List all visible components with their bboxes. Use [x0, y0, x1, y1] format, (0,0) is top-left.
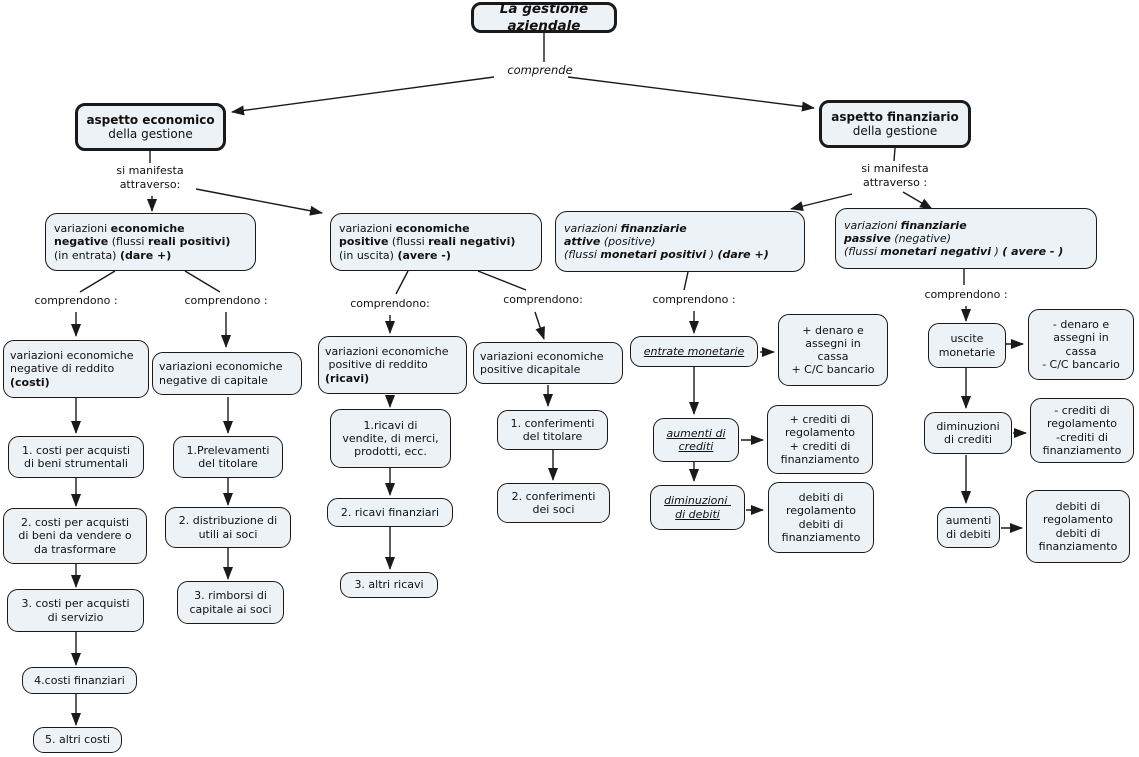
node-variazioni-positive-capitale[interactable]: variazioni economiche positive dicapital…	[473, 342, 623, 384]
uscite-monetarie-text: uscite monetarie	[938, 332, 996, 359]
node-variazioni-negative-capitale[interactable]: variazioni economiche negative di capita…	[152, 352, 302, 395]
node-variazioni-negative-reddito[interactable]: variazioni economiche negative di reddit…	[3, 340, 149, 398]
node-rimborsi-capitale[interactable]: 3. rimborsi di capitale ai soci	[177, 581, 284, 624]
distribuzione-utili-text: 2. distribuzione di utili ai soci	[178, 514, 278, 541]
label-comprendono-neg-capitale: comprendono :	[184, 294, 268, 307]
variazioni-economiche-negative-text: variazioni economiche negative (flussi r…	[54, 222, 231, 262]
node-costo-3[interactable]: 3. costi per acquisti di servizio	[7, 589, 144, 632]
variazioni-economiche-positive-text: variazioni economiche positive (flussi r…	[339, 222, 516, 262]
node-variazioni-economiche-positive[interactable]: variazioni economiche positive (flussi r…	[330, 213, 542, 271]
node-distribuzione-utili[interactable]: 2. distribuzione di utili ai soci	[165, 507, 291, 548]
node-aumenti-debiti[interactable]: aumenti di debiti	[937, 507, 1000, 548]
label-comprendono-pos-reddito: comprendono:	[350, 297, 430, 310]
ricavi-1-text: 1.ricavi di vendite, di merci, prodotti,…	[342, 418, 439, 459]
edge-vne-split-left	[79, 270, 116, 293]
node-aumenti-debiti-desc[interactable]: debiti di regolamento debiti di finanzia…	[1026, 490, 1130, 563]
variazioni-positive-capitale-text: variazioni economiche positive dicapital…	[480, 349, 604, 376]
node-variazioni-finanziarie-attive[interactable]: variazioni finanziarie attive (positive)…	[555, 211, 805, 272]
arrow-comprendono-vpc	[534, 311, 545, 340]
node-diminuzioni-crediti-desc[interactable]: - crediti di regolamento -crediti di fin…	[1030, 398, 1134, 463]
node-title[interactable]: La gestione aziendale	[471, 1, 617, 34]
node-uscite-monetarie[interactable]: uscite monetarie	[928, 323, 1006, 368]
node-costo-1[interactable]: 1. costi per acquisti di beni strumental…	[8, 436, 144, 478]
edge-vep-split-right	[477, 270, 527, 291]
node-aumenti-crediti-desc[interactable]: + crediti di regolamento + crediti di fi…	[767, 405, 873, 474]
node-entrate-desc[interactable]: + denaro e assegni in cassa + C/C bancar…	[778, 314, 888, 386]
node-ricavi-1[interactable]: 1.ricavi di vendite, di merci, prodotti,…	[330, 409, 451, 468]
label-comprendono-pos-capitale: comprendono:	[503, 293, 583, 306]
node-costo-4[interactable]: 4.costi finanziari	[22, 667, 137, 694]
variazioni-finanziarie-attive-text: variazioni finanziarie attive (positive)…	[564, 221, 769, 262]
node-variazioni-finanziarie-passive[interactable]: variazioni finanziarie passive (negative…	[835, 208, 1097, 269]
diminuzioni-crediti-text: diminuzioni di crediti	[936, 419, 1000, 446]
conferimenti-soci-text: 2. conferimenti dei soci	[511, 489, 596, 516]
variazioni-finanziarie-passive-text: variazioni finanziarie passive (negative…	[844, 218, 1064, 259]
node-entrate-monetarie[interactable]: entrate monetarie	[630, 336, 758, 367]
label-comprendono-uscite: comprendono :	[924, 288, 1008, 301]
costo-4-text: 4.costi finanziari	[34, 673, 125, 687]
node-uscite-desc[interactable]: - denaro e assegni in cassa - C/C bancar…	[1028, 309, 1134, 380]
node-conferimenti-soci[interactable]: 2. conferimenti dei soci	[497, 483, 610, 523]
diminuzioni-crediti-desc-text: - crediti di regolamento -crediti di fin…	[1042, 404, 1122, 457]
ricavi-2-text: 2. ricavi finanziari	[340, 505, 440, 519]
node-aspetto-finanziario[interactable]: aspetto finanziario della gestione	[819, 100, 971, 148]
aumenti-crediti-desc-text: + crediti di regolamento + crediti di fi…	[780, 413, 860, 466]
rimborsi-capitale-text: 3. rimborsi di capitale ai soci	[189, 589, 272, 616]
costo-3-text: 3. costi per acquisti di servizio	[21, 597, 130, 624]
uscite-desc-text: - denaro e assegni in cassa - C/C bancar…	[1042, 318, 1120, 371]
conferimenti-titolare-text: 1. conferimenti del titolare	[510, 416, 595, 443]
node-ricavi-2[interactable]: 2. ricavi finanziari	[327, 498, 453, 527]
edge-vne-split-right	[184, 270, 221, 293]
label-manifesta-left: si manifesta attraverso:	[116, 164, 184, 191]
diminuzioni-debiti-text: diminuzioni di debiti	[664, 494, 728, 521]
node-variazioni-positive-reddito[interactable]: variazioni economiche positive di reddit…	[318, 336, 467, 394]
node-aspetto-economico[interactable]: aspetto economico della gestione	[75, 103, 226, 151]
costo-1-text: 1. costi per acquisti di beni strumental…	[21, 443, 131, 470]
node-aumenti-crediti[interactable]: aumenti di crediti	[653, 418, 739, 462]
variazioni-negative-capitale-text: variazioni economiche negative di capita…	[159, 360, 283, 387]
entrate-desc-text: + denaro e assegni in cassa + C/C bancar…	[791, 323, 875, 377]
costo-5-text: 5. altri costi	[44, 733, 111, 747]
node-prelevamenti[interactable]: 1.Prelevamenti del titolare	[173, 436, 283, 478]
entrate-monetarie-text: entrate monetarie	[643, 344, 745, 358]
label-comprendono-entrate: comprendono :	[652, 293, 736, 306]
label-comprende: comprende	[507, 63, 573, 77]
label-manifesta-right: si manifesta attraverso :	[861, 162, 929, 189]
variazioni-positive-reddito-text: variazioni economiche positive di reddit…	[325, 345, 449, 385]
arrow-manifesta-vfa	[790, 193, 853, 211]
aspetto-finanziario-text: aspetto finanziario della gestione	[831, 109, 959, 138]
aumenti-debiti-text: aumenti di debiti	[945, 514, 992, 541]
arrow-comprende-economico	[231, 76, 495, 116]
node-diminuzioni-crediti[interactable]: diminuzioni di crediti	[924, 412, 1012, 454]
node-costo-2[interactable]: 2. costi per acquisti di beni da vendere…	[3, 508, 147, 564]
node-diminuzioni-debiti-desc[interactable]: debiti di regolamento debiti di finanzia…	[768, 482, 874, 553]
aspetto-economico-text: aspetto economico della gestione	[86, 112, 215, 141]
node-conferimenti-titolare[interactable]: 1. conferimenti del titolare	[497, 410, 608, 450]
aumenti-crediti-text: aumenti di crediti	[666, 426, 726, 453]
ricavi-3-text: 3. altri ricavi	[354, 578, 424, 592]
node-costo-5[interactable]: 5. altri costi	[33, 727, 122, 753]
arrow-manifesta-vfp	[902, 191, 933, 210]
edge-vep-split-left	[395, 270, 409, 295]
title-text: La gestione aziendale	[499, 1, 593, 34]
node-ricavi-3[interactable]: 3. altri ricavi	[340, 572, 438, 598]
diminuzioni-debiti-desc-text: debiti di regolamento debiti di finanzia…	[781, 491, 861, 544]
node-diminuzioni-debiti[interactable]: diminuzioni di debiti	[650, 485, 745, 530]
aumenti-debiti-desc-text: debiti di regolamento debiti di finanzia…	[1038, 500, 1118, 553]
prelevamenti-text: 1.Prelevamenti del titolare	[186, 443, 270, 470]
arrow-comprende-finanziario	[567, 76, 815, 112]
variazioni-negative-reddito-text: variazioni economiche negative di reddit…	[10, 349, 134, 389]
label-comprendono-neg-reddito: comprendono :	[34, 294, 118, 307]
node-variazioni-economiche-negative[interactable]: variazioni economiche negative (flussi r…	[45, 213, 256, 271]
arrow-manifesta-vep	[195, 188, 323, 216]
costo-2-text: 2. costi per acquisti di beni da vendere…	[18, 516, 132, 556]
edge-finanziario-stem	[893, 147, 896, 162]
edge-vfa-stem	[683, 271, 689, 291]
